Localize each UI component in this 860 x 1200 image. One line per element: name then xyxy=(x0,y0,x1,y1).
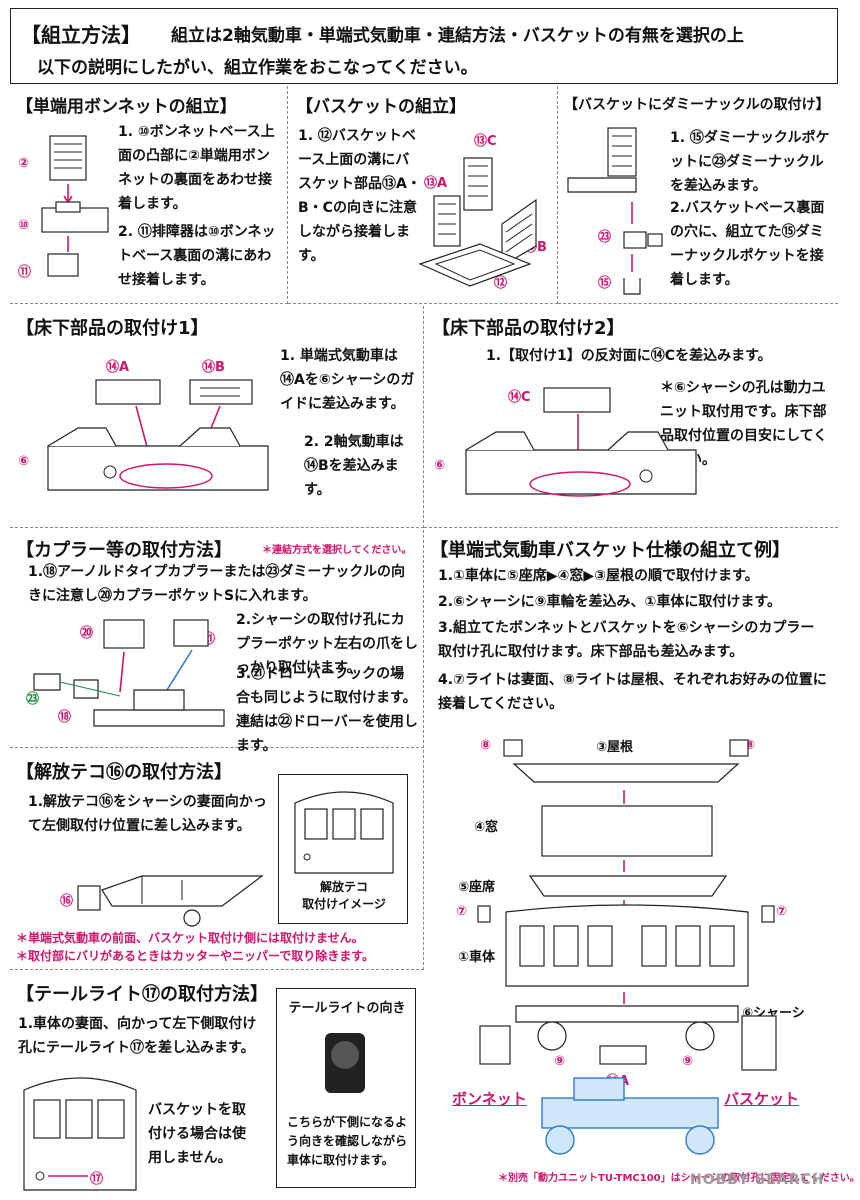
underfloor1-label-6: ⑥ xyxy=(18,454,30,469)
underfloor2-label-6: ⑥ xyxy=(434,458,446,473)
underfloor1-illustration xyxy=(47,379,269,491)
release-image-box: 解放テコ 取付けイメージ xyxy=(278,774,408,924)
bonnet-step-1: 1. ⑩ボンネットベース上面の凸部に②単端用ボンネットの裏面をあわせ接着します。 xyxy=(118,124,275,212)
taillight-box-drawing xyxy=(325,1033,365,1093)
taillight-panel: 【テールライト⑰の取付方法】 1.車体の妻面、向かって左下側取付け孔にテールライ… xyxy=(10,972,424,1194)
dummy-step-2: 2.バスケットベース裏面の穴に、組立てた⑮ダミーナックルポケットを接着します。 xyxy=(670,200,825,288)
basket-label-13c: ⑬C xyxy=(474,134,497,149)
coupler-panel: 【カプラー等の取付方法】 ＊連結方式を選択してください。 1.⑱アーノルドタイプ… xyxy=(10,530,424,754)
dummy-label-15: ⑮ xyxy=(598,276,612,291)
example-label-body: ①車体 xyxy=(458,950,496,965)
taillight-title: 【テールライト⑰の取付方法】 xyxy=(16,984,268,1005)
taillight-box-text: こちらが下側になるよう向きを確認しながら車体に取付けます。 xyxy=(287,1115,408,1167)
underfloor2-label-14c: ⑭C xyxy=(508,390,531,405)
release-label-16: ⑯ xyxy=(60,894,74,909)
basket-label-12: ⑫ xyxy=(494,276,508,291)
example-step-1: 1.①車体に⑤座席▶④窓▶③屋根の順で取付けます。 xyxy=(438,568,759,584)
example-title: 【単端式気動車バスケット仕様の組立て例】 xyxy=(430,540,790,561)
example-panel: 【単端式気動車バスケット仕様の組立て例】 1.①車体に⑤座席▶④窓▶③屋根の順で… xyxy=(424,530,860,1194)
example-label-9-left: ⑨ xyxy=(554,1054,566,1069)
taillight-basket-note: バスケットを取付ける場合は使用しません。 xyxy=(148,1102,246,1166)
example-label-seat: ⑤座席 xyxy=(458,880,496,895)
taillight-step-1: 1.車体の妻面、向かって左下側取付け孔にテールライト⑰を差し込みます。 xyxy=(18,1016,257,1056)
release-panel: 【解放テコ⑯の取付方法】 1.解放テコ⑯をシャーシの妻面向かって左側取付け位置に… xyxy=(10,750,424,970)
example-step-3: 3.組立てたボンネットとバスケットを⑥シャーシのカプラー取付け孔に取付けます。床… xyxy=(438,620,815,660)
basket-illustration xyxy=(418,157,537,287)
example-step-4: 4.⑦ライトは妻面、⑧ライトは屋根、それぞれお好みの位置に接着してください。 xyxy=(438,672,827,712)
bonnet-label-11: ⑪ xyxy=(18,265,32,280)
example-label-9-right: ⑨ xyxy=(682,1054,694,1069)
underfloor1-step-1: 1. 単端式気動車は⑭Aを⑥シャーシのガイドに差込みます。 xyxy=(280,348,415,412)
example-label-7-right: ⑦ xyxy=(776,904,788,919)
watermark: HOBBY SEARCH xyxy=(690,1172,825,1188)
coupler-label-18: ⑱ xyxy=(58,710,72,725)
coupler-note: ＊連結方式を選択してください。 xyxy=(262,545,412,556)
example-label-basket: バスケット xyxy=(724,1090,800,1108)
example-footer-note: ＊別売「動力ユニットTU-TMC100」はシャーシの取付孔に固定してください。 xyxy=(498,1173,860,1184)
coupler-label-20: ⑳ xyxy=(80,626,94,641)
basket-label-13a: ⑬A xyxy=(424,176,448,191)
release-step-1: 1.解放テコ⑯をシャーシの妻面向かって左側取付け位置に差し込みます。 xyxy=(28,794,267,834)
example-exploded-diagram xyxy=(477,739,777,1155)
dummy-title: 【バスケットにダミーナックルの取付け】 xyxy=(564,97,830,113)
basket-panel: 【バスケットの組立】 1. ⑫バスケットベース上面の溝にバスケット部品⑬A・B・… xyxy=(288,86,558,304)
release-note-1: ＊単端式気動車の前面、バスケット取付け側には取付けません。 xyxy=(16,931,364,945)
underfloor1-label-14a: ⑭A xyxy=(106,360,130,375)
dummy-illustration xyxy=(567,127,663,295)
header-title: 【組立方法】 xyxy=(21,23,141,47)
bonnet-label-10: ⑩ xyxy=(18,218,30,233)
basket-step-1: 1. ⑫バスケットベース上面の溝にバスケット部品⑬A・B・Cの向きに注意しながら… xyxy=(298,128,421,264)
underfloor1-title: 【床下部品の取付け1】 xyxy=(16,318,209,339)
bonnet-panel: 【単端用ボンネットの組立】 1. ⑩ボンネットベース上面の凸部に②単端用ボンネッ… xyxy=(10,86,288,304)
coupler-illustration xyxy=(33,619,225,727)
taillight-orientation-box: テールライトの向き こちらが下側になるよう向きを確認しながら車体に取付けます。 xyxy=(276,988,416,1188)
header-box: 【組立方法】 組立は2軸気動車・単端式気動車・連結方法・バスケットの有無を選択の… xyxy=(10,8,838,84)
dummy-label-23: ㉓ xyxy=(598,230,612,245)
bonnet-title: 【単端用ボンネットの組立】 xyxy=(16,97,237,117)
bonnet-step-2: 2. ⑪排障器は⑩ボンネットベース裏面の溝にあわせ接着します。 xyxy=(118,224,276,288)
underfloor2-step-1: 1.【取付け1】の反対面に⑭Cを差込みます。 xyxy=(486,348,772,364)
example-label-bonnet: ボンネット xyxy=(452,1090,527,1108)
coupler-step-1: 1.⑱アーノルドタイプカプラーまたは㉓ダミーナックルの向きに注意し⑳カプラーポケ… xyxy=(28,564,405,604)
example-label-8-right: ⑧ xyxy=(744,738,756,753)
dummy-panel: 【バスケットにダミーナックルの取付け】 1. ⑮ダミーナックルポケットに㉓ダミー… xyxy=(558,86,838,304)
header-text-2: 以下の説明にしたがい、組立作業をおこなってください。 xyxy=(37,58,478,78)
release-illustration xyxy=(77,875,264,927)
underfloor2-step-2: ＊⑥シャーシの孔は動力ユニット取付用です。床下部品取付位置の目安にしてください。 xyxy=(660,380,828,468)
release-note-2: ＊取付部にバリがあるときはカッターやニッパーで取り除きます。 xyxy=(16,949,375,963)
coupler-title: 【カプラー等の取付方法】 xyxy=(16,540,232,561)
taillight-illustration xyxy=(23,1077,137,1191)
taillight-box-title: テールライトの向き xyxy=(288,1001,406,1016)
underfloor1-panel: 【床下部品の取付け1】 ⑭A ⑭B ⑥ 1. 単端式気動車は⑭Aを⑥シャーシのガ… xyxy=(10,306,424,528)
example-label-window: ④窓 xyxy=(474,820,499,835)
bonnet-label-2: ② xyxy=(18,156,30,171)
example-label-roof: ③屋根 xyxy=(596,740,634,755)
header-text-1: 組立は2軸気動車・単端式気動車・連結方法・バスケットの有無を選択の上 xyxy=(171,26,744,46)
release-title: 【解放テコ⑯の取付方法】 xyxy=(16,762,232,783)
coupler-step-3: 3.㉑ドローバーフックの場合も同じように取付けます。連結は㉒ドローバーを使用しま… xyxy=(236,666,418,754)
underfloor1-label-14b: ⑭B xyxy=(202,360,225,375)
example-step-2: 2.⑥シャーシに⑨車輪を差込み、①車体に取付けます。 xyxy=(438,594,781,610)
coupler-label-23: ㉓ xyxy=(26,692,40,707)
bonnet-illustration xyxy=(41,135,109,277)
example-label-8-left: ⑧ xyxy=(480,738,492,753)
underfloor1-step-2: 2. 2軸気動車は⑭Bを差込みます。 xyxy=(304,434,404,498)
coupler-step-2: 2.シャーシの取付け孔にカプラーポケット左右の爪をしっかり取付けます。 xyxy=(236,612,418,676)
release-image-drawing xyxy=(294,791,394,874)
underfloor2-title: 【床下部品の取付け2】 xyxy=(432,318,625,339)
release-image-caption: 解放テコ 取付けイメージ xyxy=(302,880,386,911)
dummy-step-1: 1. ⑮ダミーナックルポケットに㉓ダミーナックルを差込みます。 xyxy=(670,130,830,194)
underfloor2-illustration xyxy=(465,387,697,497)
underfloor2-panel: 【床下部品の取付け2】 1.【取付け1】の反対面に⑭Cを差込みます。 ＊⑥シャー… xyxy=(424,306,838,528)
basket-title: 【バスケットの組立】 xyxy=(296,97,466,117)
taillight-label-17: ⑰ xyxy=(90,1172,104,1187)
example-label-7-left: ⑦ xyxy=(456,904,468,919)
